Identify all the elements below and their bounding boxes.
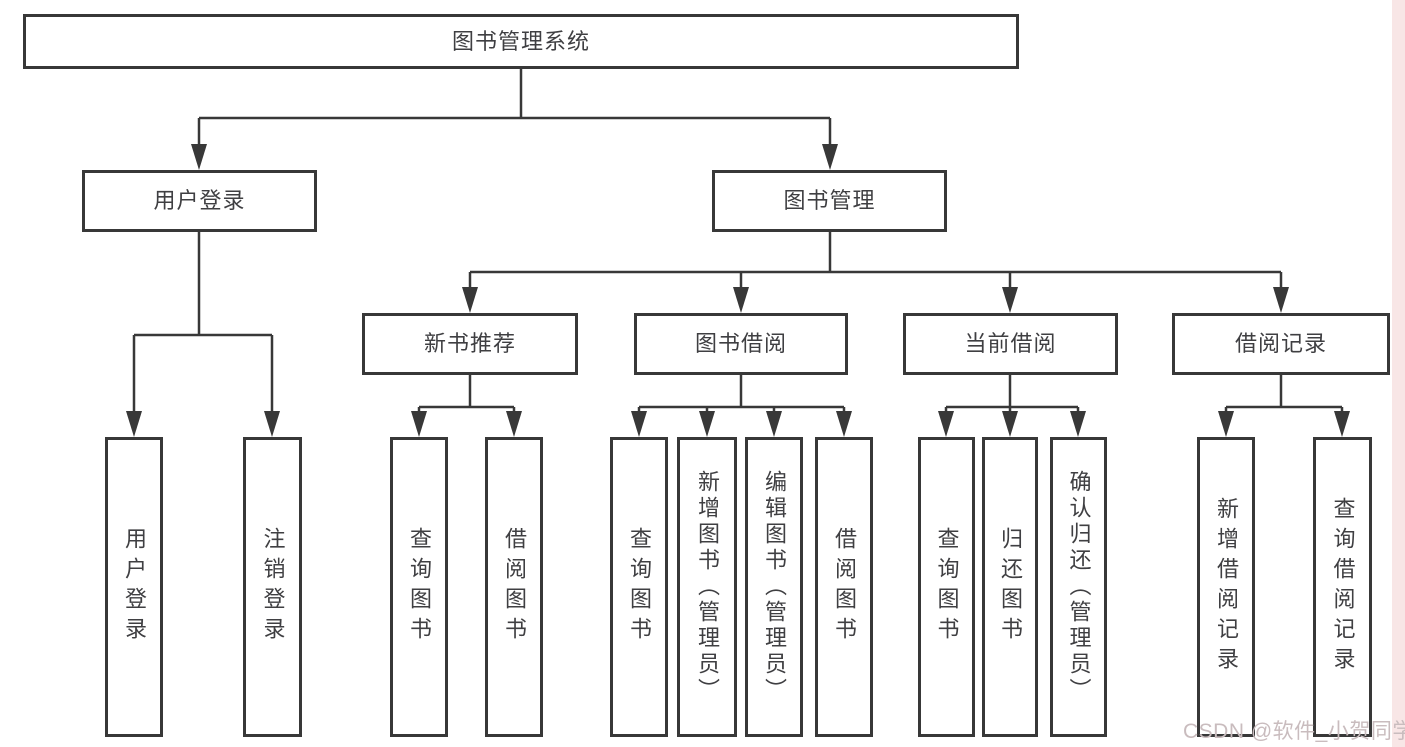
- node-label: 图书管理系统: [451, 28, 590, 54]
- node-leaf-query-book-1: 查询图书: [390, 437, 448, 737]
- node-root-library-system: 图书管理系统: [23, 14, 1019, 69]
- node-label: 编辑图书（管理员）: [762, 470, 787, 704]
- node-book-management: 图书管理: [712, 170, 947, 232]
- node-leaf-add-book-admin: 新增图书（管理员）: [677, 437, 737, 737]
- node-label: 归还图书: [998, 527, 1023, 647]
- node-label: 借阅图书: [832, 527, 857, 647]
- node-label: 新书推荐: [423, 331, 516, 356]
- node-label: 新增借阅记录: [1214, 497, 1239, 677]
- node-label: 查询图书: [627, 527, 652, 647]
- node-current-borrow: 当前借阅: [903, 313, 1118, 375]
- node-label: 图书管理: [783, 188, 876, 213]
- node-label: 查询图书: [407, 527, 432, 647]
- node-label: 图书借阅: [694, 331, 787, 356]
- node-leaf-borrow-book-2: 借阅图书: [815, 437, 873, 737]
- node-label: 当前借阅: [964, 331, 1057, 356]
- node-label: 新增图书（管理员）: [695, 470, 720, 704]
- node-user-login: 用户登录: [82, 170, 317, 232]
- node-leaf-query-book-3: 查询图书: [918, 437, 975, 737]
- watermark: CSDN @软件_小贺同学: [1183, 720, 1405, 743]
- node-label: 借阅记录: [1234, 331, 1327, 356]
- node-label: 用户登录: [153, 188, 246, 213]
- node-leaf-logout: 注销登录: [243, 437, 302, 737]
- node-leaf-query-book-2: 查询图书: [610, 437, 668, 737]
- node-leaf-borrow-book-1: 借阅图书: [485, 437, 543, 737]
- node-leaf-edit-book-admin: 编辑图书（管理员）: [745, 437, 803, 737]
- node-label: 借阅图书: [502, 527, 527, 647]
- node-label: 查询图书: [934, 527, 960, 647]
- node-label: 注销登录: [260, 527, 286, 647]
- node-borrow-record: 借阅记录: [1172, 313, 1390, 375]
- node-leaf-query-borrow-record: 查询借阅记录: [1313, 437, 1372, 737]
- node-leaf-add-borrow-record: 新增借阅记录: [1197, 437, 1255, 737]
- node-leaf-user-login: 用户登录: [105, 437, 163, 737]
- node-leaf-confirm-return-admin: 确认归还（管理员）: [1050, 437, 1107, 737]
- node-label: 用户登录: [122, 527, 147, 647]
- node-label: 查询借阅记录: [1330, 497, 1356, 677]
- node-new-book-recommend: 新书推荐: [362, 313, 578, 375]
- node-label: 确认归还（管理员）: [1066, 470, 1092, 704]
- right-edge-tint: [1392, 0, 1405, 747]
- node-leaf-return-book: 归还图书: [982, 437, 1038, 737]
- node-book-borrow: 图书借阅: [634, 313, 848, 375]
